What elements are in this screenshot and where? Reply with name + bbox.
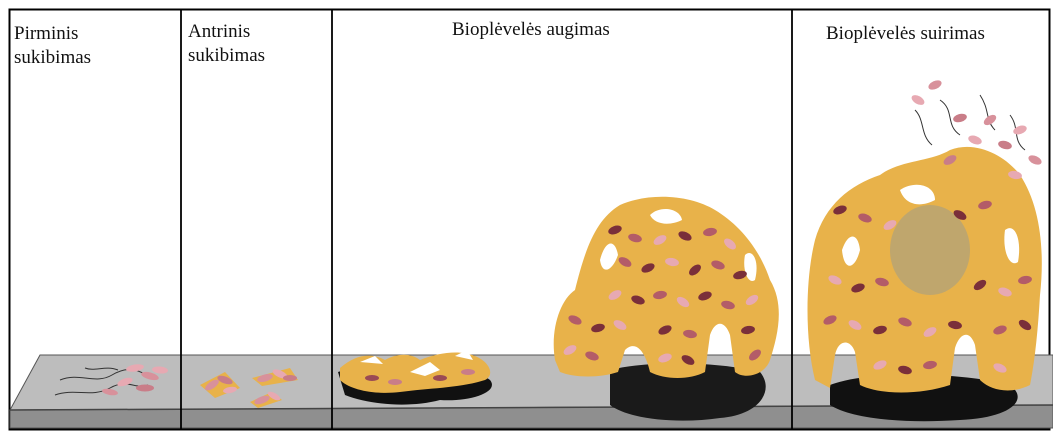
stage-label-biofilm-dispersion: Bioplėvelės suirimas bbox=[826, 22, 985, 46]
stage-label-primary-attachment: Pirminis sukibimas bbox=[14, 22, 91, 70]
stage-label-secondary-attachment: Antrinis sukibimas bbox=[188, 20, 265, 68]
stage-label-biofilm-growth: Bioplėvelės augimas bbox=[452, 18, 610, 42]
